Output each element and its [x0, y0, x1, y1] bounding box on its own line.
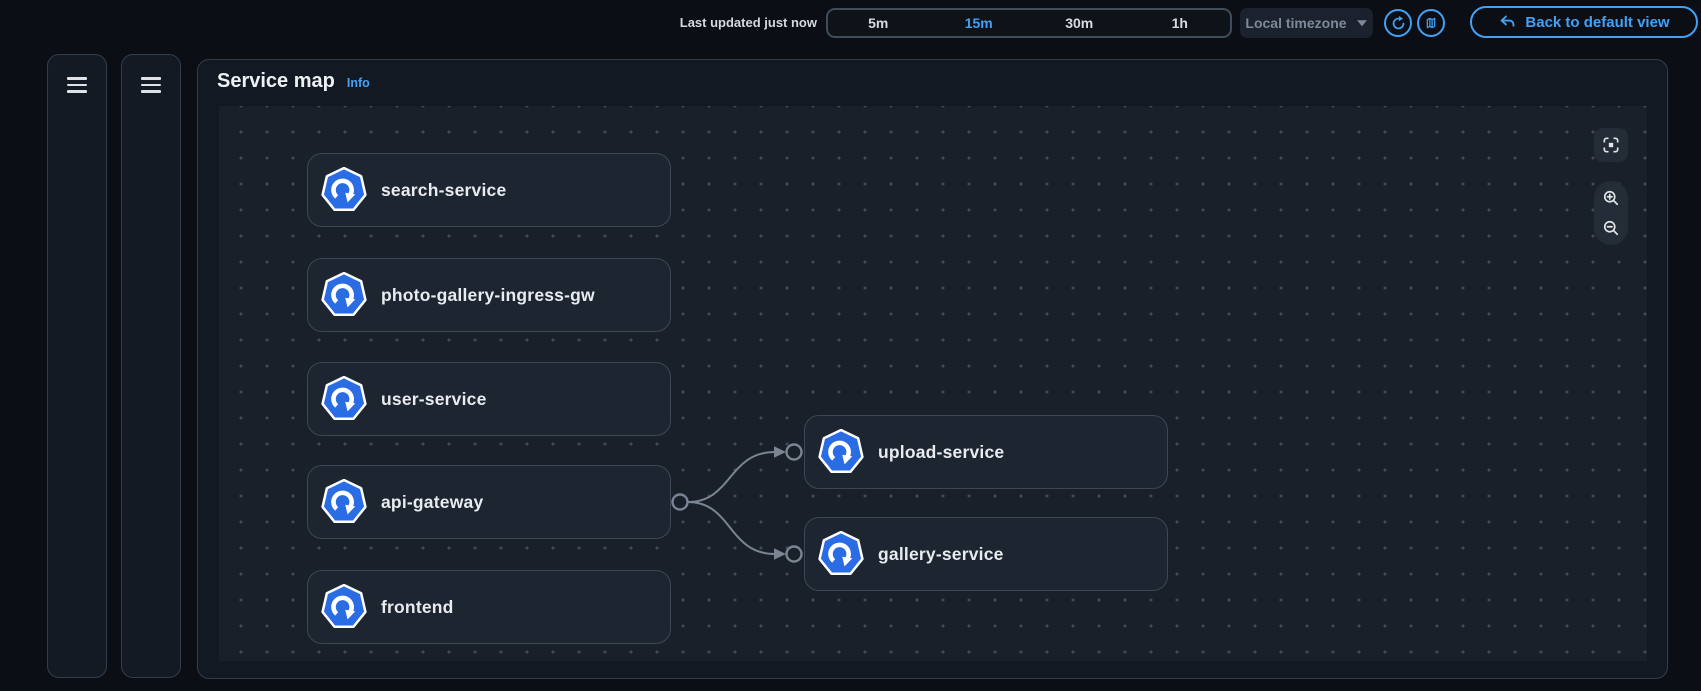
kubernetes-service-icon [321, 479, 367, 524]
undo-icon [1501, 15, 1515, 27]
service-map-panel: Service map Info search-service photo-ga… [197, 59, 1668, 679]
time-range-5m[interactable]: 5m [828, 10, 929, 36]
service-node-label: upload-service [878, 441, 1005, 462]
back-to-default-view-label: Back to default view [1525, 13, 1670, 31]
kubernetes-service-icon [818, 429, 864, 474]
service-node-label: frontend [381, 596, 454, 617]
kubernetes-service-icon [321, 167, 367, 212]
kubernetes-service-icon [818, 531, 864, 576]
service-map-canvas[interactable]: search-service photo-gallery-ingress-gw … [219, 106, 1647, 661]
collapsed-side-panel-1 [47, 54, 107, 678]
menu-icon[interactable] [141, 77, 161, 93]
service-node-label: gallery-service [878, 543, 1004, 564]
zoom-out-button[interactable] [1597, 214, 1625, 242]
service-node-api-gateway[interactable]: api-gateway [307, 465, 671, 539]
service-node-gallery-service[interactable]: gallery-service [804, 517, 1168, 591]
timezone-select-label: Local timezone [1245, 15, 1347, 31]
fit-to-screen-button[interactable] [1594, 128, 1628, 162]
service-node-upload-service[interactable]: upload-service [804, 415, 1168, 489]
service-node-label: photo-gallery-ingress-gw [381, 284, 595, 305]
service-node-label: user-service [381, 388, 487, 409]
zoom-in-button[interactable] [1597, 184, 1625, 212]
time-range-1h[interactable]: 1h [1130, 10, 1231, 36]
info-link[interactable]: Info [346, 76, 370, 90]
panel-header: Service map Info [217, 70, 370, 93]
last-updated-text: Last updated just now [679, 15, 817, 30]
kubernetes-service-icon [321, 376, 367, 421]
service-node-user-service[interactable]: user-service [307, 362, 671, 436]
chevron-down-icon [1356, 20, 1367, 27]
service-node-search-service[interactable]: search-service [307, 153, 671, 227]
service-node-frontend[interactable]: frontend [307, 570, 671, 644]
service-node-label: api-gateway [381, 491, 484, 512]
time-range-15m[interactable]: 15m [929, 10, 1030, 36]
kubernetes-service-icon [321, 584, 367, 629]
time-range-30m[interactable]: 30m [1029, 10, 1130, 36]
menu-icon[interactable] [67, 77, 87, 93]
page-title: Service map [217, 70, 335, 92]
fit-to-screen-icon [1603, 137, 1619, 153]
zoom-controls [1594, 181, 1628, 245]
service-node-photo-gallery-ingress-gw[interactable]: photo-gallery-ingress-gw [307, 258, 671, 332]
back-to-default-view-button[interactable]: Back to default view [1470, 6, 1698, 38]
timezone-select[interactable]: Local timezone [1240, 8, 1373, 38]
service-node-label: search-service [381, 179, 507, 200]
zoom-in-icon [1603, 190, 1619, 205]
zoom-out-icon [1603, 221, 1619, 236]
map-icon [1426, 17, 1436, 29]
refresh-button[interactable] [1384, 9, 1412, 37]
collapsed-side-panel-2 [121, 54, 181, 678]
map-view-button[interactable] [1417, 9, 1445, 37]
kubernetes-service-icon [321, 272, 367, 317]
refresh-icon [1392, 15, 1404, 29]
